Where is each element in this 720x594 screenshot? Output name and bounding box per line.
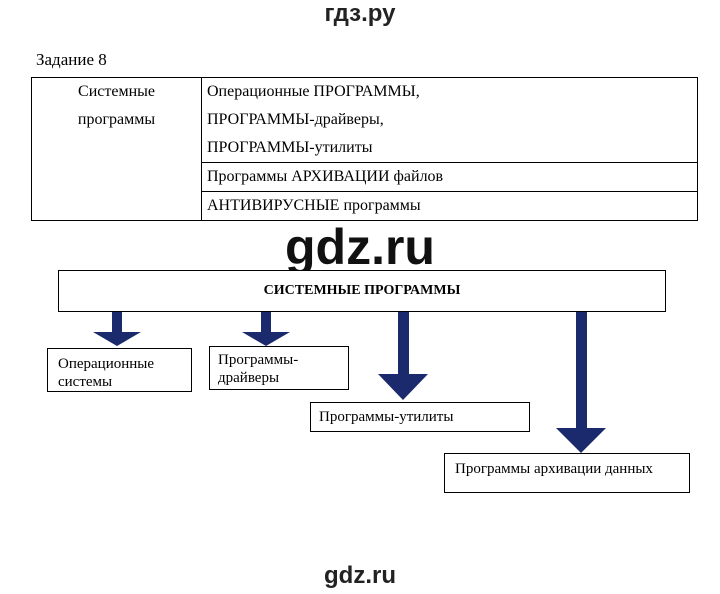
child-archivers-box: Программы архивации данных [444,453,690,493]
child2-line-1: Программы- [218,352,299,368]
arrow-to-utilities [378,312,428,400]
row1-line-3: ПРОГРАММЫ-утилиты [207,139,373,156]
child1-line-1: Операционные [58,356,155,372]
row1-line-1: Операционные ПРОГРАММЫ, [207,83,420,100]
watermark-top: гдз.ру [324,0,396,27]
table-row-3: АНТИВИРУСНЫЕ программы [201,191,698,221]
child2-line-2: драйверы [218,370,280,386]
child-os-box: Операционные системы [47,348,192,392]
table-row-2: Программы АРХИВАЦИИ файлов [201,162,698,192]
left-line-2: программы [77,111,156,128]
watermark-bottom: gdz.ru [324,562,396,589]
watermark-middle: gdz.ru [285,219,435,275]
system-programs-table: Системные программы Операционные ПРОГРАМ… [31,77,698,221]
arrow-to-archivers [556,312,606,453]
row1-line-2: ПРОГРАММЫ-драйверы, [207,111,384,128]
table-row-1: Операционные ПРОГРАММЫ, ПРОГРАММЫ-драйве… [201,77,698,163]
arrow-to-drivers [242,312,290,346]
child-drivers-box: Программы- драйверы [209,346,349,390]
child1-line-2: системы [58,374,113,390]
task-title: Задание 8 [36,50,107,69]
child-utilities-box: Программы-утилиты [310,402,530,432]
arrow-to-os [93,312,141,346]
left-line-1: Системные [78,83,155,100]
diagram-root-box: СИСТЕМНЫЕ ПРОГРАММЫ [58,270,666,312]
